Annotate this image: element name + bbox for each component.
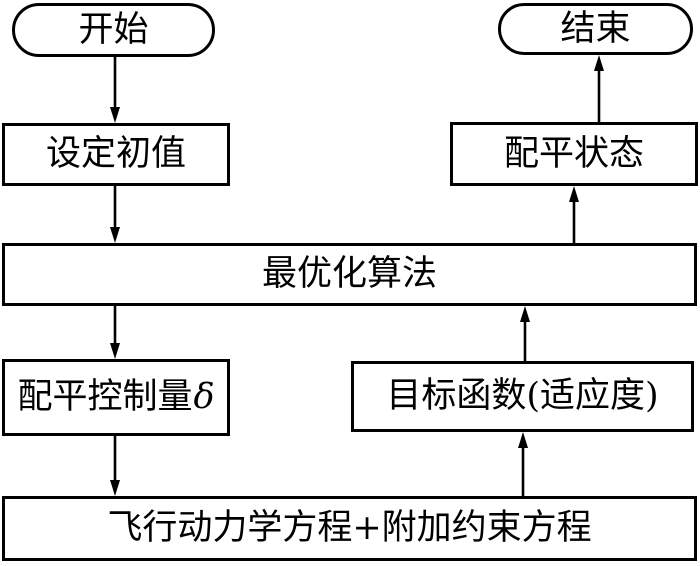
node-dynamics-label: 飞行动力学方程+附加约束方程 xyxy=(107,508,592,548)
arrow-set-initial-to-optimization xyxy=(110,186,120,243)
node-optimization: 最优化算法 xyxy=(2,243,697,306)
arrow-optimization-to-trim-state xyxy=(569,186,579,243)
node-end: 结束 xyxy=(498,3,693,55)
node-objective: 目标函数(适应度) xyxy=(351,361,694,432)
node-optimization-label: 最优化算法 xyxy=(261,254,437,294)
node-objective-label: 目标函数(适应度) xyxy=(386,376,659,416)
node-trim-control-label: 配平控制量 xyxy=(17,377,193,417)
arrow-trim-state-to-end xyxy=(594,55,604,122)
node-trim-state-label: 配平状态 xyxy=(503,133,644,174)
arrow-objective-to-optimization xyxy=(520,306,530,361)
arrow-start-to-set-initial xyxy=(110,57,120,123)
node-dynamics: 飞行动力学方程+附加约束方程 xyxy=(2,496,697,561)
arrow-optimization-to-trim-control xyxy=(110,306,120,359)
delta-symbol: δ xyxy=(193,377,215,417)
arrow-trim-control-to-dynamics xyxy=(110,436,120,496)
node-set-initial-label: 设定初值 xyxy=(45,134,186,174)
node-trim-state: 配平状态 xyxy=(450,122,698,186)
node-start-label: 开始 xyxy=(78,9,149,50)
node-end-label: 结束 xyxy=(560,8,631,49)
node-set-initial: 设定初值 xyxy=(2,123,230,186)
node-start: 开始 xyxy=(12,3,215,57)
arrow-dynamics-to-objective xyxy=(518,432,528,496)
